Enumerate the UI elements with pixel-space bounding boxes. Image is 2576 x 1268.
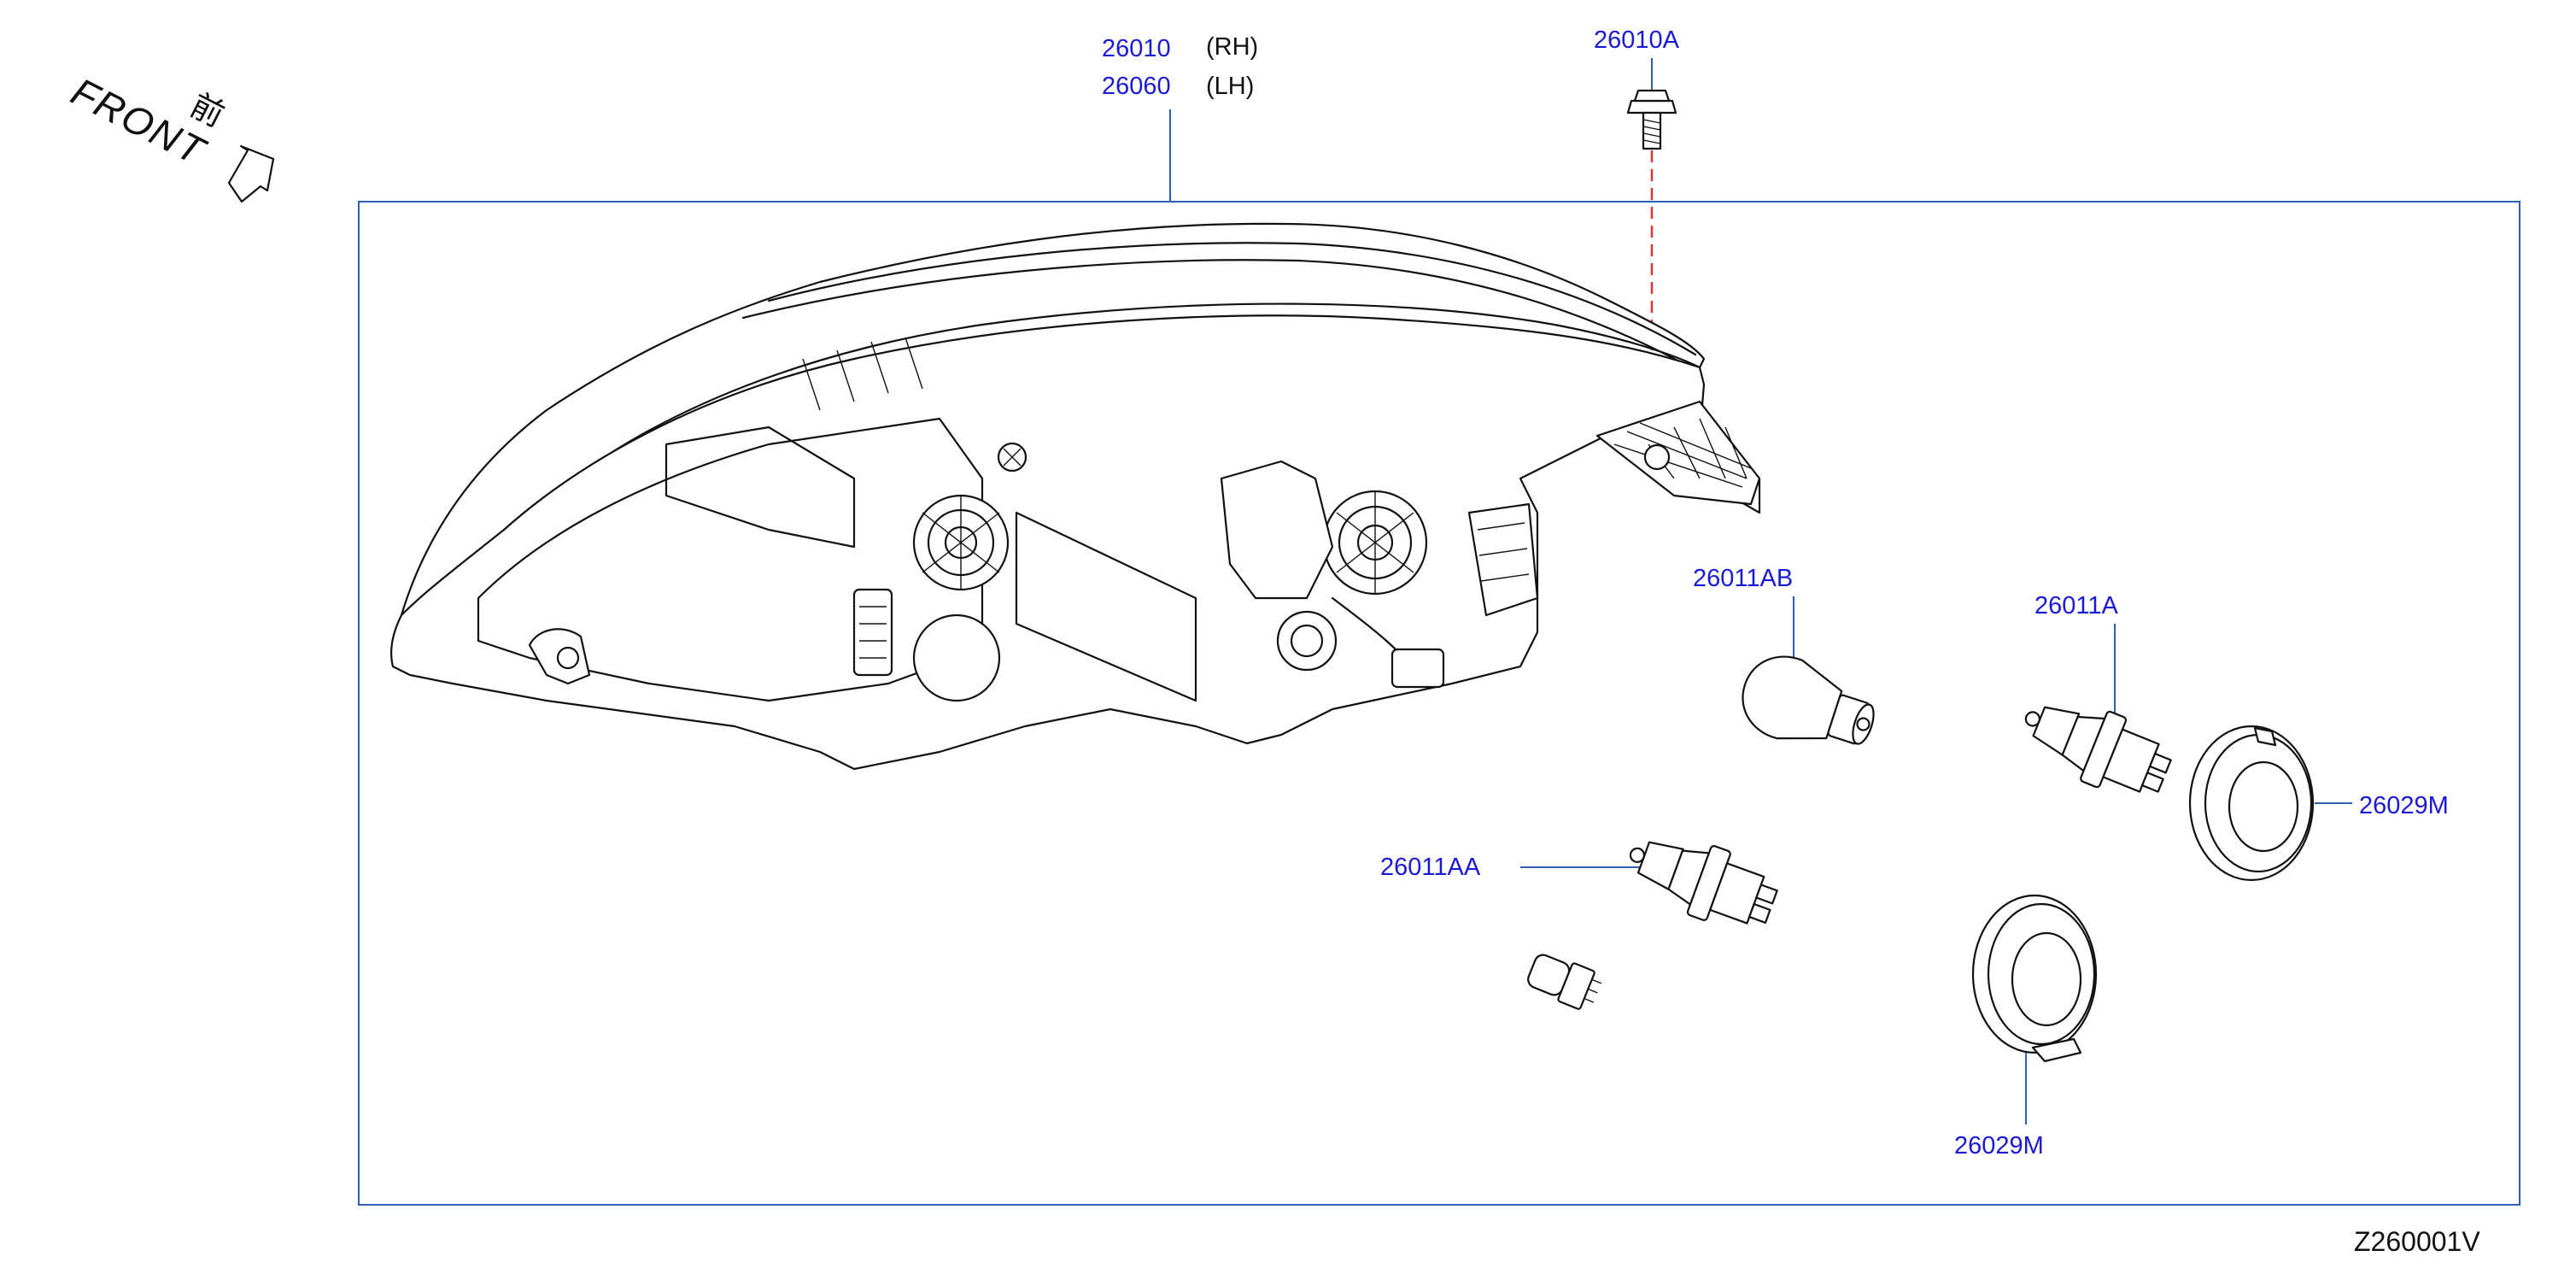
bulb-a-icon xyxy=(2024,706,2172,793)
headlamp-assembly xyxy=(389,222,1761,771)
assembly-lh-part: 26060 xyxy=(1102,73,1171,100)
assembly-frame xyxy=(358,201,2520,1206)
lens-panel xyxy=(1015,511,1197,702)
assembly-lh-side: (LH) xyxy=(1206,73,1254,100)
mounting-tab xyxy=(1595,400,1761,506)
cap-right-icon xyxy=(2188,725,2315,882)
callout-bulb-aa: 26011AA xyxy=(1380,854,1481,881)
callout-bolt: 26010A xyxy=(1594,26,1680,54)
rear-socket-right xyxy=(1322,490,1428,596)
front-arrow-icon xyxy=(227,144,275,203)
callout-bulb-a: 26011A xyxy=(2034,592,2118,619)
bulb-ab-icon xyxy=(1742,655,1875,745)
assembly-rh-part: 26010 xyxy=(1102,35,1171,62)
bulb-aa-icon xyxy=(1629,841,1778,925)
callout-cap-bottom: 26029M xyxy=(1954,1132,2044,1159)
rear-socket-left xyxy=(912,494,1010,591)
callout-bulb-ab: 26011AB xyxy=(1693,565,1793,592)
body-cap xyxy=(912,613,1001,702)
connector xyxy=(852,588,893,677)
cap-bottom-icon xyxy=(1971,894,2098,1063)
front-orientation-marker: FRONT 前 xyxy=(64,69,275,203)
leveling-actuator xyxy=(1220,460,1334,600)
diagram-code: Z260001V xyxy=(2354,1226,2480,1257)
bolt-icon xyxy=(1626,89,1677,150)
wedge-bulb-icon xyxy=(1527,954,1602,1010)
callout-cap-right: 26029M xyxy=(2359,792,2449,819)
assembly-rh-side: (RH) xyxy=(1206,33,1258,61)
side-marker-socket xyxy=(528,628,591,685)
